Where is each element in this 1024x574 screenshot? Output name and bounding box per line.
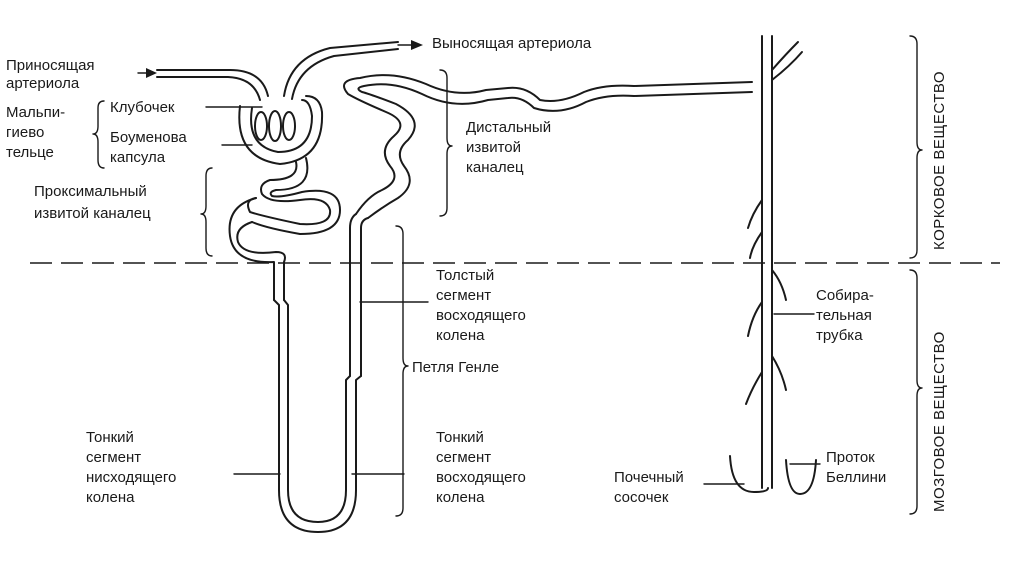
svg-text:извитой: извитой	[466, 139, 521, 156]
svg-text:сегмент: сегмент	[86, 449, 141, 466]
thick-ascending-label: Толстый сегмент восходящего колена	[436, 267, 526, 344]
svg-text:Боуменова: Боуменова	[110, 129, 187, 146]
renal-papilla	[729, 455, 817, 495]
henle-bracket	[395, 225, 409, 517]
medulla-bracket	[909, 269, 923, 515]
thin-descending-label: Тонкий сегмент нисходящего колена	[86, 429, 176, 506]
svg-text:Беллини: Беллини	[826, 469, 886, 486]
svg-text:сосочек: сосочек	[614, 489, 669, 506]
afferent-arteriole	[137, 68, 269, 101]
svg-text:сегмент: сегмент	[436, 287, 491, 304]
svg-text:колена: колена	[436, 327, 485, 344]
efferent-label: Выносящая артериола	[432, 35, 592, 52]
svg-text:Толстый: Толстый	[436, 267, 494, 284]
henle-loop-label: Петля Генле	[412, 359, 499, 376]
afferent-label: Приносящая артериола	[6, 57, 95, 92]
cortex-label: КОРКОВОЕ ВЕЩЕСТВО	[931, 71, 948, 250]
svg-text:колена: колена	[436, 489, 485, 506]
svg-text:Почечный: Почечный	[614, 469, 684, 486]
svg-text:гиево: гиево	[6, 124, 44, 141]
thick-ascending-limb	[349, 213, 369, 377]
svg-text:сегмент: сегмент	[436, 449, 491, 466]
cortex-bracket	[909, 35, 923, 259]
proximal-convoluted-tubule	[228, 157, 341, 301]
medulla-label: МОЗГОВОЕ ВЕЩЕСТВО	[931, 331, 948, 512]
malpighian-bracket	[92, 100, 105, 169]
distal-label: Дистальный извитой каналец	[466, 119, 551, 176]
distal-bracket	[439, 69, 453, 217]
bowman-label: Боуменова капсула	[110, 129, 187, 166]
svg-text:колена: колена	[86, 489, 135, 506]
proximal-bracket	[200, 167, 213, 257]
svg-text:Тонкий: Тонкий	[436, 429, 484, 446]
svg-text:нисходящего: нисходящего	[86, 469, 176, 486]
leader-lines	[205, 106, 821, 485]
thin-ascending-label: Тонкий сегмент восходящего колена	[436, 429, 526, 506]
collecting-duct-label: Собира- тельная трубка	[816, 287, 874, 344]
svg-text:восходящего: восходящего	[436, 307, 526, 324]
svg-text:извитой каналец: извитой каналец	[34, 205, 151, 222]
loop-of-henle-tubule	[273, 299, 362, 533]
collecting-duct	[745, 35, 803, 489]
svg-text:восходящего: восходящего	[436, 469, 526, 486]
glomerulus-loop	[254, 111, 268, 141]
efferent-arteriole	[283, 40, 423, 100]
renal-corpuscle	[238, 95, 324, 165]
glomerulus-loop	[268, 110, 282, 142]
bellini-label: Проток Беллини	[826, 449, 886, 486]
svg-text:Дистальный: Дистальный	[466, 119, 551, 136]
svg-text:тельная: тельная	[816, 307, 872, 324]
distal-convoluted-tubule	[343, 74, 753, 219]
svg-text:Проток: Проток	[826, 449, 875, 466]
svg-text:Собира-: Собира-	[816, 287, 874, 304]
malpighian-label: Мальпи- гиево тельце	[6, 104, 65, 161]
svg-text:каналец: каналец	[466, 159, 524, 176]
proximal-label: Проксимальный извитой каналец	[34, 183, 151, 222]
glomerulus-label: Клубочек	[110, 99, 175, 116]
svg-text:Тонкий: Тонкий	[86, 429, 134, 446]
glomerulus-loop	[282, 111, 296, 141]
svg-text:Проксимальный: Проксимальный	[34, 183, 147, 200]
papilla-label: Почечный сосочек	[614, 469, 684, 506]
svg-text:Приносящая: Приносящая	[6, 57, 95, 74]
brackets	[92, 35, 923, 517]
svg-text:артериола: артериола	[6, 75, 80, 92]
svg-text:капсула: капсула	[110, 149, 166, 166]
svg-text:трубка: трубка	[816, 327, 863, 344]
svg-text:тельце: тельце	[6, 144, 54, 161]
svg-text:Мальпи-: Мальпи-	[6, 104, 65, 121]
